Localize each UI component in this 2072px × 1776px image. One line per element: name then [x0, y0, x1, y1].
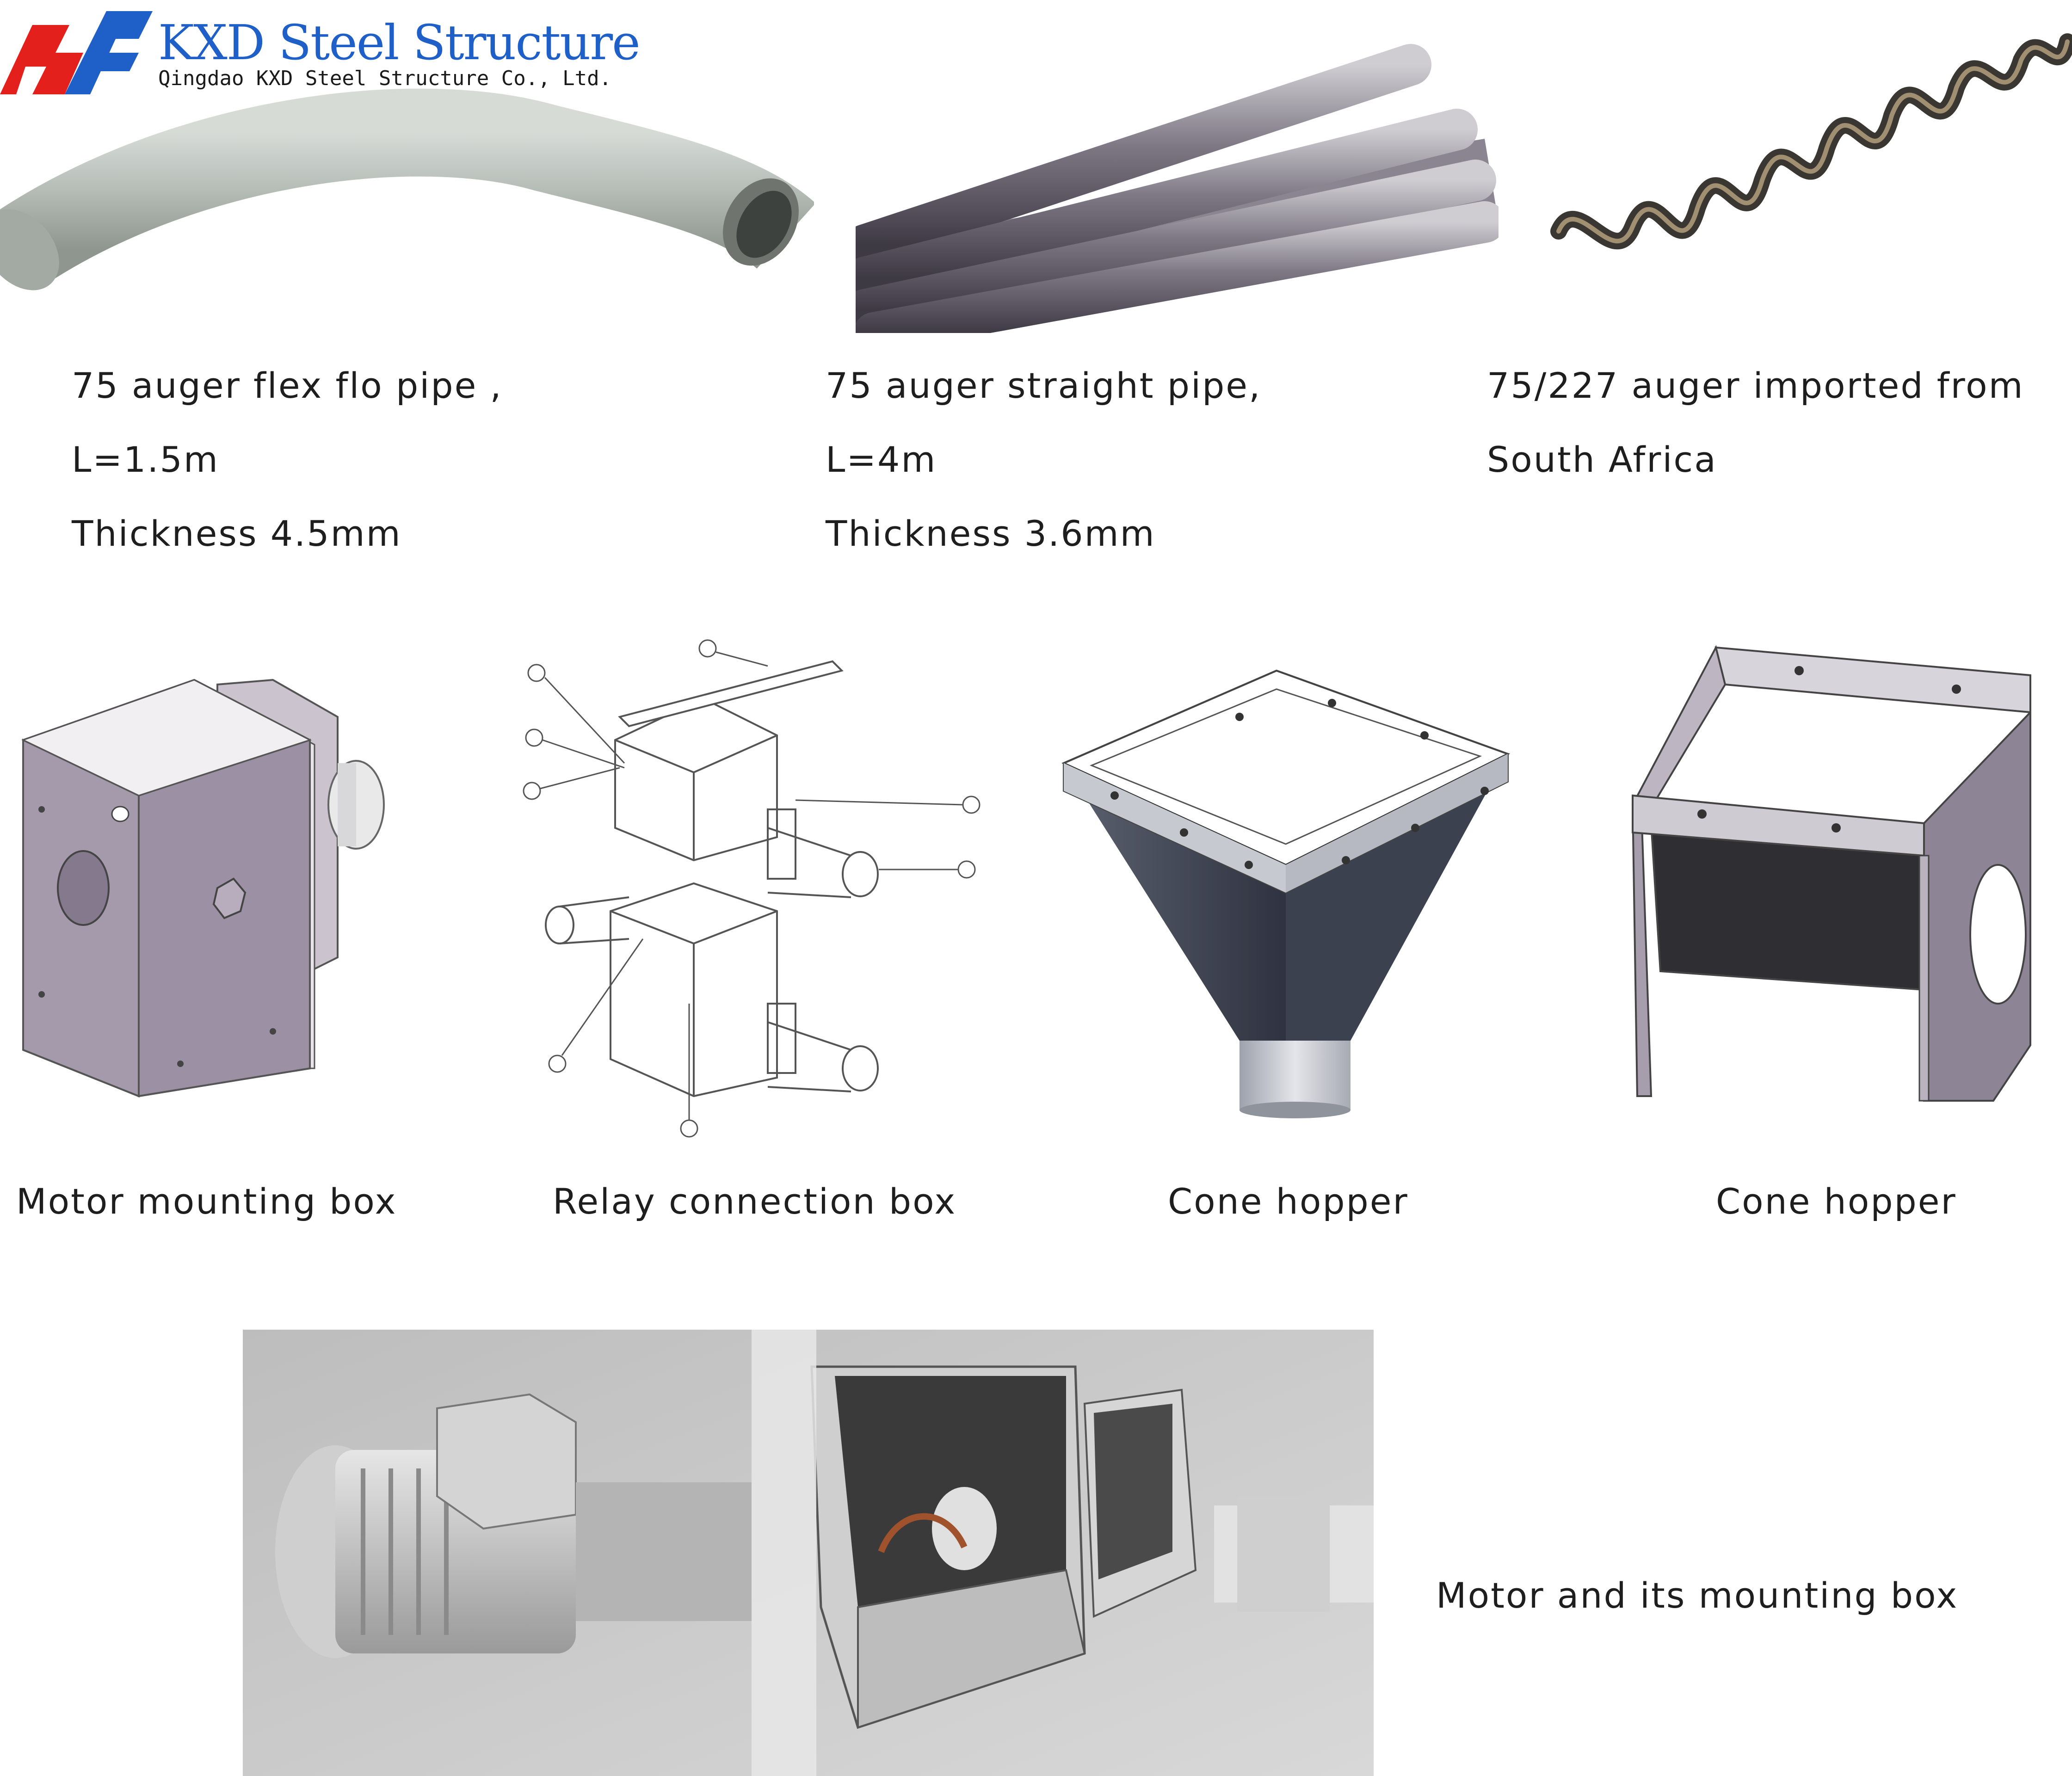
flex-pipe-caption-line3: Thickness 4.5mm: [72, 513, 402, 554]
cone-hopper-caption-2: Cone hopper: [1716, 1181, 1957, 1222]
motor-mounting-box-caption: Motor mounting box: [16, 1181, 397, 1222]
relay-connection-box-caption: Relay connection box: [553, 1181, 957, 1222]
motor-mounting-box-image: [14, 671, 402, 1115]
motor-and-mounting-box-caption: Motor and its mounting box: [1436, 1575, 1959, 1616]
motor-with-mounting-box-photo: [243, 1330, 1374, 1776]
auger-caption-line2: South Africa: [1487, 439, 1717, 480]
straight-pipe-caption-line1: 75 auger straight pipe,: [826, 365, 1262, 406]
logo-mark-icon: [0, 11, 153, 94]
flex-flo-pipe-image: [0, 83, 814, 324]
cone-hopper-image-1: [1054, 661, 1522, 1119]
flex-pipe-caption-line2: L=1.5m: [72, 439, 219, 480]
cone-hopper-caption-1: Cone hopper: [1168, 1181, 1409, 1222]
straight-pipe-caption-line2: L=4m: [826, 439, 937, 480]
company-name: KXD Steel Structure: [158, 14, 641, 71]
relay-connection-box-image: [509, 634, 1018, 1147]
company-subtitle: Qingdao KXD Steel Structure Co., Ltd.: [158, 67, 612, 90]
company-logo: [0, 6, 157, 99]
straight-pipe-image: [856, 28, 1498, 333]
spiral-auger-image: [1540, 14, 2072, 319]
cone-hopper-image-2: [1623, 638, 2040, 1128]
flex-pipe-caption-line1: 75 auger flex flo pipe ,: [72, 365, 503, 406]
auger-caption-line1: 75/227 auger imported from: [1487, 365, 2024, 406]
straight-pipe-caption-line3: Thickness 3.6mm: [826, 513, 1156, 554]
